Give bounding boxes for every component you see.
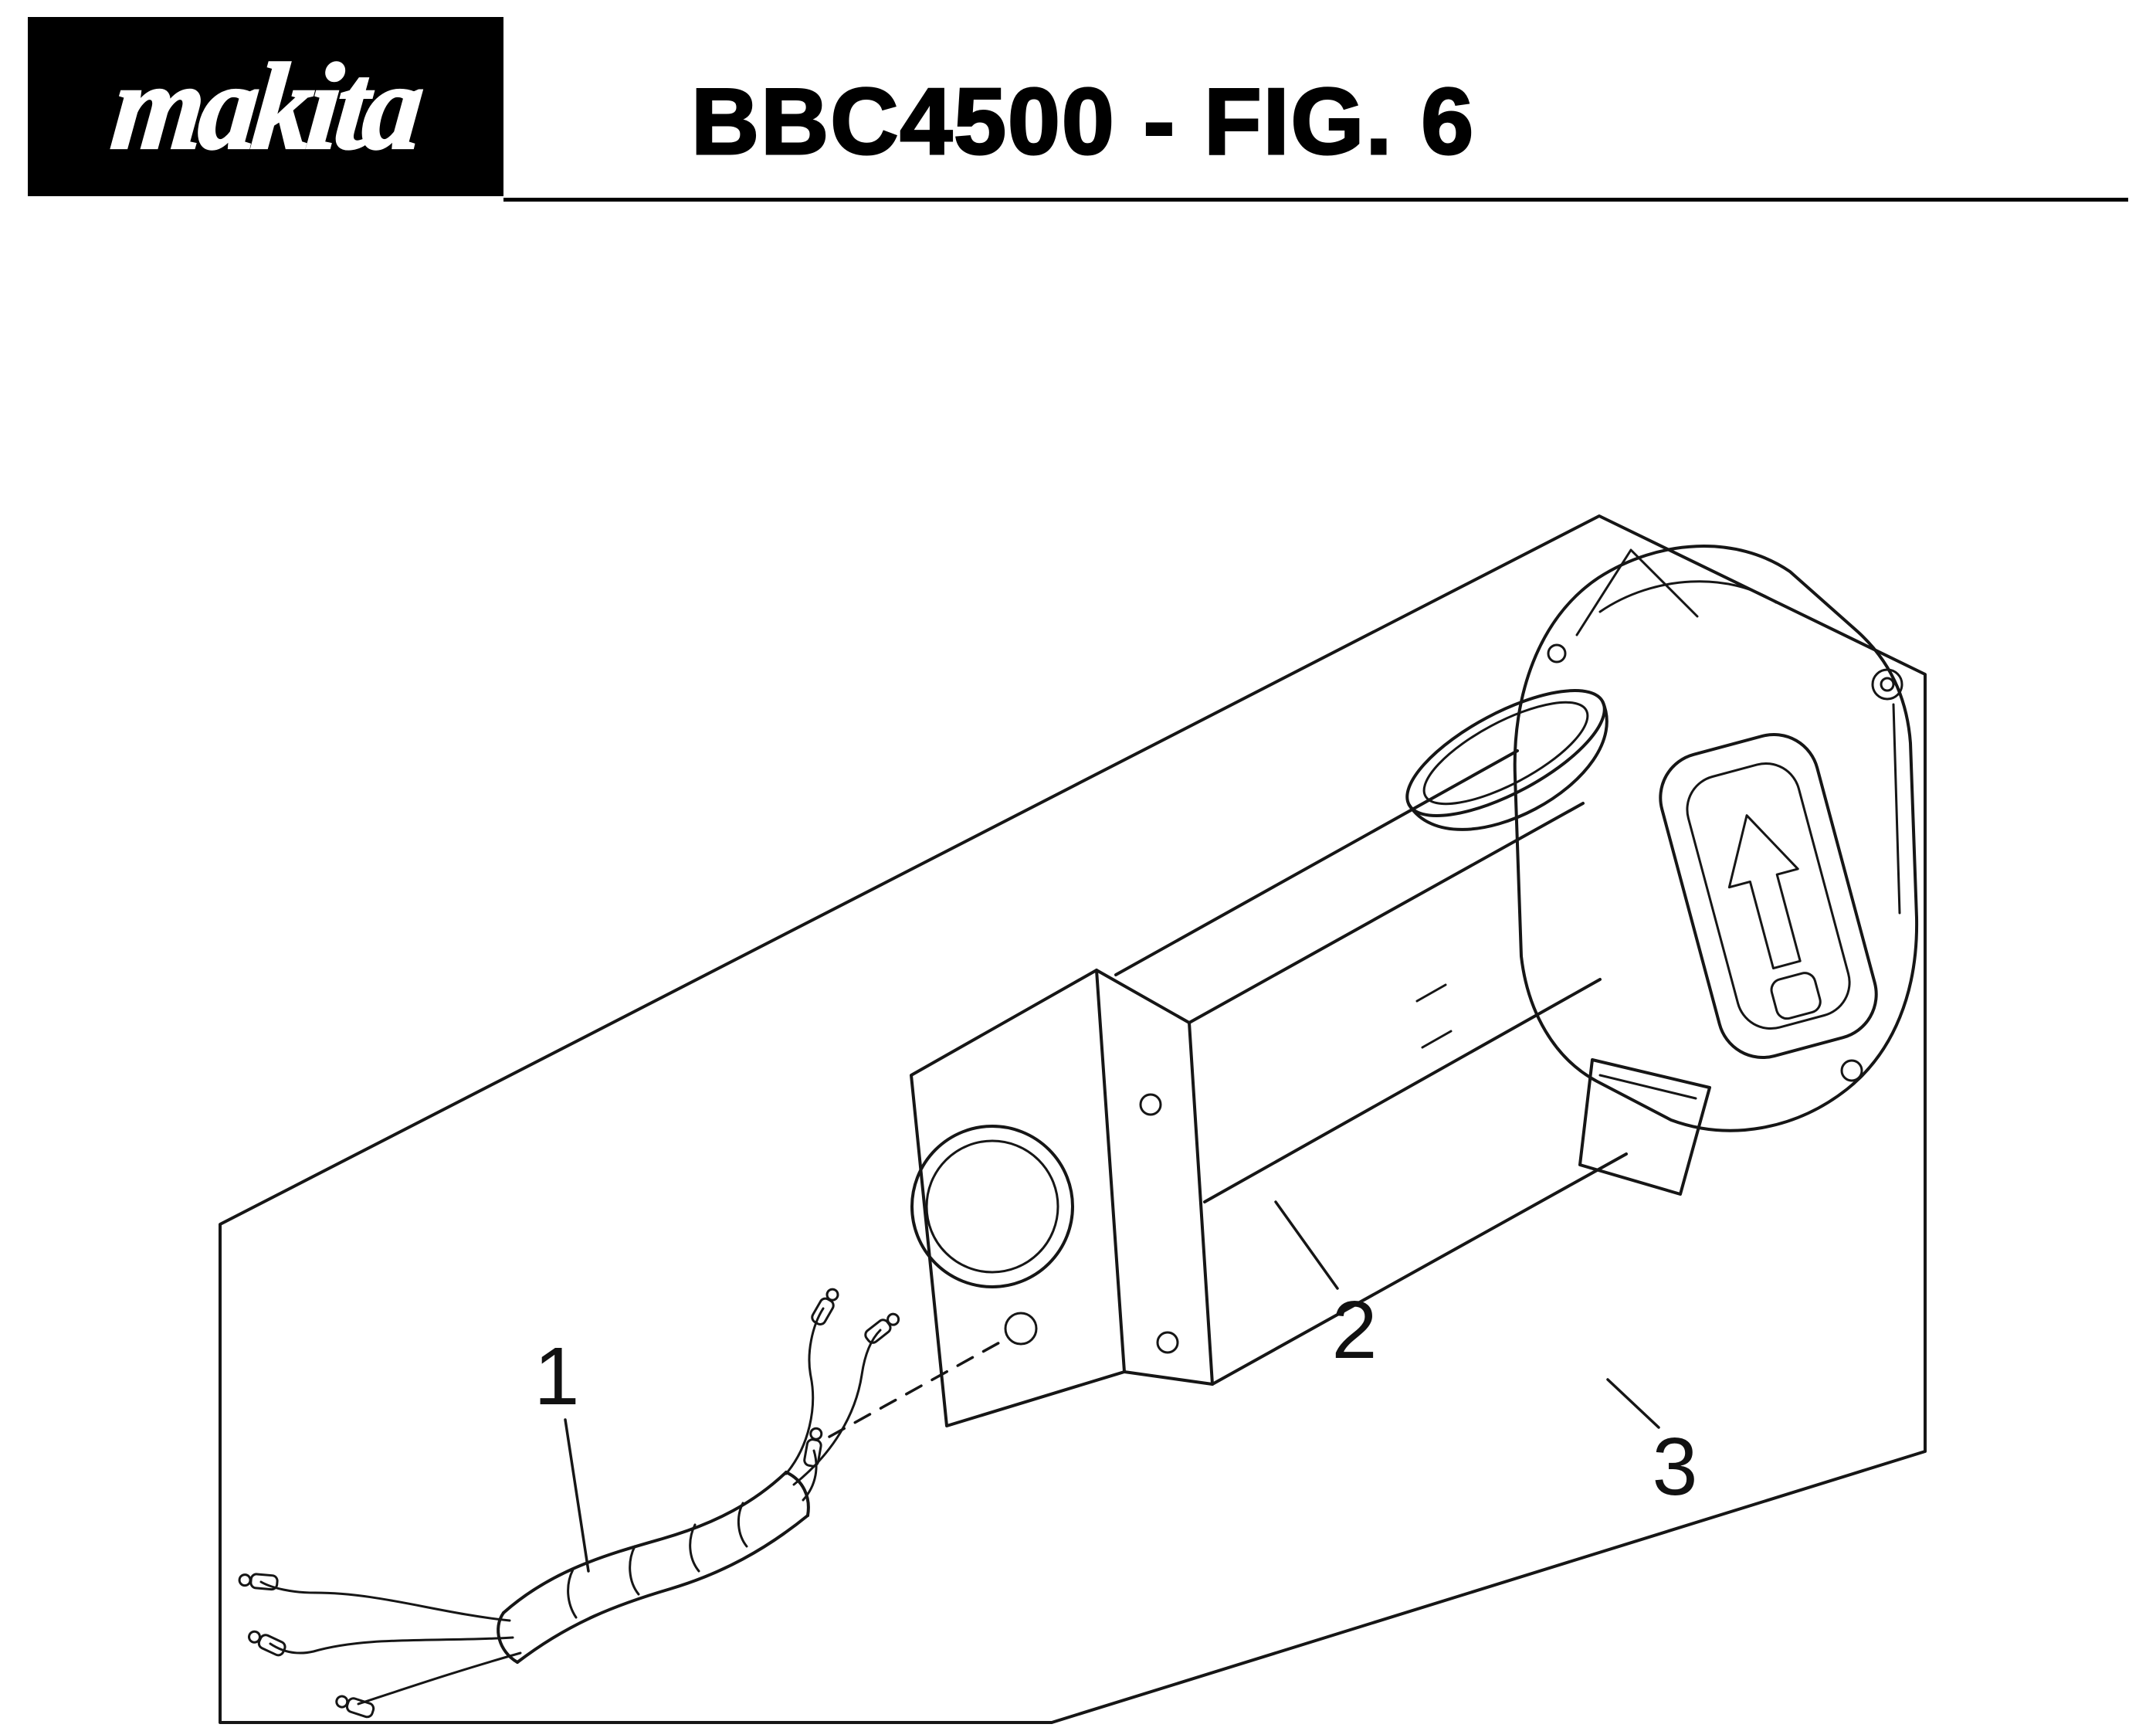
collar-rim [1405, 689, 1606, 817]
switch-recess-outer [1659, 733, 1878, 1059]
motor-housing [1405, 545, 1919, 1196]
figure-border [219, 514, 1927, 1724]
callout-3: 3 [1606, 1378, 1698, 1512]
wire-left-1 [259, 1580, 511, 1622]
wire-terminal [247, 1630, 286, 1657]
leader-line-3 [1606, 1378, 1660, 1429]
tube-tick-2 [1421, 1030, 1453, 1049]
wire-terminal [864, 1312, 900, 1344]
flange-front-face [910, 969, 1126, 1427]
wire-terminal [811, 1288, 839, 1325]
callout-3-label: 3 [1653, 1421, 1698, 1512]
flange-screw-hole-top [1139, 1093, 1162, 1116]
flange-bore-inner [925, 1139, 1059, 1274]
wire-terminal [335, 1695, 375, 1719]
housing-dome-line [1598, 580, 1778, 613]
header-divider [503, 198, 2128, 202]
callout-2: 2 [1274, 1200, 1378, 1376]
tube-mid-edge [1203, 978, 1602, 1203]
housing-lower-screw-hole [1840, 1059, 1863, 1082]
tube-top-front-edge [1188, 802, 1585, 1024]
figure-title: BBC4500 - FIG. 6 [690, 69, 1476, 174]
leader-line-1 [564, 1418, 590, 1573]
switch-recess-inner [1686, 762, 1851, 1030]
wire-terminal [803, 1427, 823, 1468]
flange-side-face [1095, 969, 1214, 1386]
wire-left-2 [269, 1636, 514, 1655]
housing-bottom-flap-line [1598, 1074, 1697, 1100]
housing-pivot-hole [1547, 643, 1567, 664]
switch-assembly [1659, 733, 1878, 1059]
housing-screw-hole [1871, 668, 1903, 701]
clamp-flange [910, 969, 1214, 1427]
collar-rim-inner [1422, 701, 1589, 806]
makita-logo: makita [28, 17, 503, 196]
wire-left-3 [357, 1651, 522, 1706]
housing-top-tab [1575, 548, 1699, 636]
flange-bolt-hole [1004, 1312, 1038, 1346]
wire-harness [238, 1288, 900, 1719]
housing-bottom-flap [1578, 1058, 1711, 1196]
wire-right-2 [792, 1329, 882, 1486]
switch-lever-arrow [1727, 814, 1802, 970]
housing-outline [1513, 545, 1919, 1132]
wire-terminal [238, 1573, 279, 1591]
wire-right-3 [802, 1449, 818, 1502]
flange-bore-outer [910, 1125, 1074, 1288]
switch-lever-tab [1770, 972, 1822, 1020]
bundle-wrap-3 [689, 1523, 700, 1573]
bundle-right-cap [785, 1471, 810, 1517]
wire-right-1 [785, 1307, 825, 1475]
tube-top-back-edge [1114, 749, 1519, 976]
bundle-wrap-1 [567, 1568, 578, 1619]
tube-bottom-edge [1211, 1152, 1628, 1386]
bundle-bottom-line [516, 1514, 809, 1664]
callout-1: 1 [534, 1331, 590, 1573]
tube-tick-1 [1415, 983, 1447, 1003]
housing-screw-hole-inner [1880, 677, 1895, 692]
bundle-top-line [502, 1471, 788, 1614]
dashed-alignment-line [828, 1339, 1004, 1438]
callout-2-label: 2 [1332, 1285, 1378, 1376]
tube-collar [1405, 689, 1609, 831]
flange-screw-hole-bottom [1156, 1331, 1179, 1354]
bundle-wrap-2 [629, 1545, 640, 1596]
shaft-tube [1114, 749, 1628, 1386]
leader-line-2 [1274, 1200, 1339, 1290]
callout-1-label: 1 [534, 1331, 580, 1422]
collar-skirt [1407, 700, 1609, 831]
bundle-wrap-4 [737, 1502, 748, 1548]
housing-right-edge-line [1892, 703, 1901, 915]
